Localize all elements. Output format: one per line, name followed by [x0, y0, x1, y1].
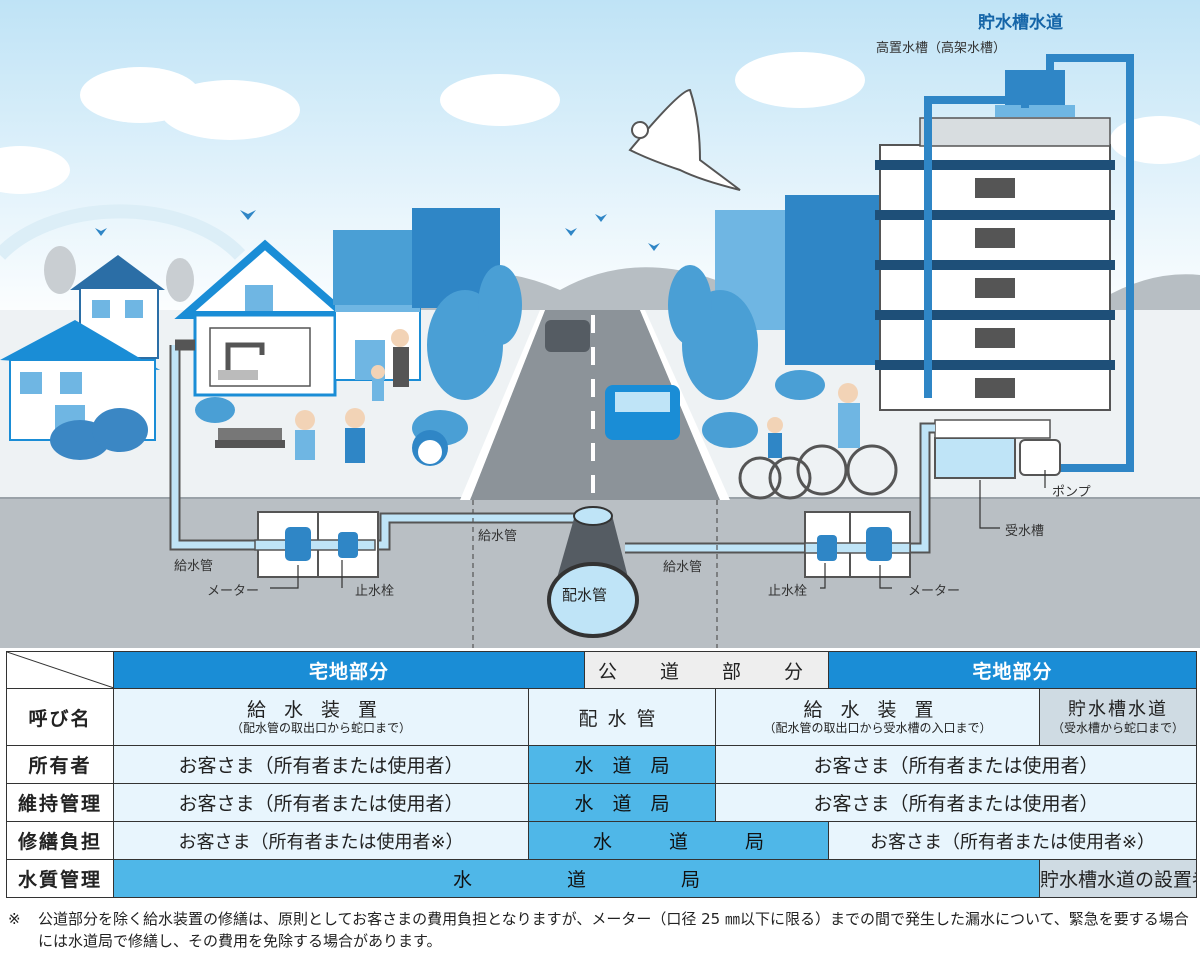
scene-svg	[0, 0, 1200, 648]
supply-pipe-label-left: 給水管	[174, 555, 213, 574]
supply-left-main: 給水装置	[114, 699, 528, 721]
repair-center: 水 道 局	[529, 822, 829, 860]
row-quality: 水質管理 水 道 局 貯水槽水道の設置者	[7, 860, 1197, 898]
corner-cell	[7, 652, 114, 689]
supply-right-sub: （配水管の取出口から受水槽の入口まで）	[716, 721, 1039, 735]
quality-center: 水 道 局	[114, 860, 1040, 898]
stopcock-label-right: 止水栓	[768, 580, 807, 599]
row-maintenance: 維持管理 お客さま（所有者または使用者） 水 道 局 お客さま（所有者または使用…	[7, 784, 1197, 822]
maintenance-left: お客さま（所有者または使用者）	[114, 784, 529, 822]
row-label-owner: 所有者	[7, 746, 114, 784]
meter-label-left: メーター	[207, 580, 259, 599]
receiving-tank-label: 受水槽	[1005, 520, 1044, 539]
tank-water-title: 貯水槽水道	[978, 8, 1063, 33]
row-owner: 所有者 お客さま（所有者または使用者） 水 道 局 お客さま（所有者または使用者…	[7, 746, 1197, 784]
row-name: 呼び名 給水装置 （配水管の取出口から蛇口まで） 配水管 給水装置 （配水管の取…	[7, 689, 1197, 746]
maintenance-right: お客さま（所有者または使用者）	[716, 784, 1197, 822]
owner-right: お客さま（所有者または使用者）	[716, 746, 1197, 784]
meter-label-right: メーター	[908, 580, 960, 599]
maintenance-center: 水 道 局	[529, 784, 716, 822]
supply-right-main: 給水装置	[716, 699, 1039, 721]
footnote-mark: ※	[8, 908, 21, 930]
quality-right: 貯水槽水道の設置者	[1040, 860, 1197, 898]
header-public-road: 公 道 部 分	[585, 652, 829, 689]
supply-pipe-label-right: 給水管	[663, 556, 702, 575]
elevated-tank-label: 高置水槽（高架水槽）	[876, 37, 1006, 56]
row-repair: 修繕負担 お客さま（所有者または使用者※） 水 道 局 お客さま（所有者または使…	[7, 822, 1197, 860]
footnote-text: 公道部分を除く給水装置の修繕は、原則としてお客さまの費用負担となりますが、メータ…	[8, 908, 1196, 952]
repair-left: お客さま（所有者または使用者※）	[114, 822, 529, 860]
owner-left: お客さま（所有者または使用者）	[114, 746, 529, 784]
repair-right: お客さま（所有者または使用者※）	[829, 822, 1197, 860]
responsibility-table: 宅地部分 公 道 部 分 宅地部分 呼び名 給水装置 （配水管の取出口から蛇口ま…	[6, 651, 1197, 898]
owner-center: 水 道 局	[529, 746, 716, 784]
cell-distribution: 配水管	[529, 689, 716, 746]
supply-pipe-label-center: 給水管	[478, 525, 517, 544]
tank-main: 貯水槽水道	[1040, 699, 1196, 721]
receiving-tank	[935, 438, 1015, 478]
meter-boxes-left	[255, 512, 378, 577]
footnote: ※ 公道部分を除く給水装置の修繕は、原則としてお客さまの費用負担となりますが、メ…	[8, 908, 1196, 952]
water-supply-illustration: 貯水槽水道 高置水槽（高架水槽） ポンプ 受水槽 給水管 給水管 給水管 メータ…	[0, 0, 1200, 648]
meter-boxes-right	[805, 512, 910, 577]
pump-label: ポンプ	[1052, 481, 1091, 500]
row-label-repair: 修繕負担	[7, 822, 114, 860]
row-label-quality: 水質管理	[7, 860, 114, 898]
pump	[1020, 440, 1060, 475]
header-private-left: 宅地部分	[114, 652, 585, 689]
row-label-name: 呼び名	[7, 689, 114, 746]
cell-tank: 貯水槽水道 （受水槽から蛇口まで）	[1040, 689, 1197, 746]
header-private-right: 宅地部分	[829, 652, 1197, 689]
header-row: 宅地部分 公 道 部 分 宅地部分	[7, 652, 1197, 689]
tank-sub: （受水槽から蛇口まで）	[1040, 721, 1196, 735]
distribution-pipe-label: 配水管	[562, 584, 607, 605]
supply-left-sub: （配水管の取出口から蛇口まで）	[114, 721, 528, 735]
stopcock-label-left: 止水栓	[355, 580, 394, 599]
cell-supply-left: 給水装置 （配水管の取出口から蛇口まで）	[114, 689, 529, 746]
cell-supply-right: 給水装置 （配水管の取出口から受水槽の入口まで）	[716, 689, 1040, 746]
row-label-maintenance: 維持管理	[7, 784, 114, 822]
